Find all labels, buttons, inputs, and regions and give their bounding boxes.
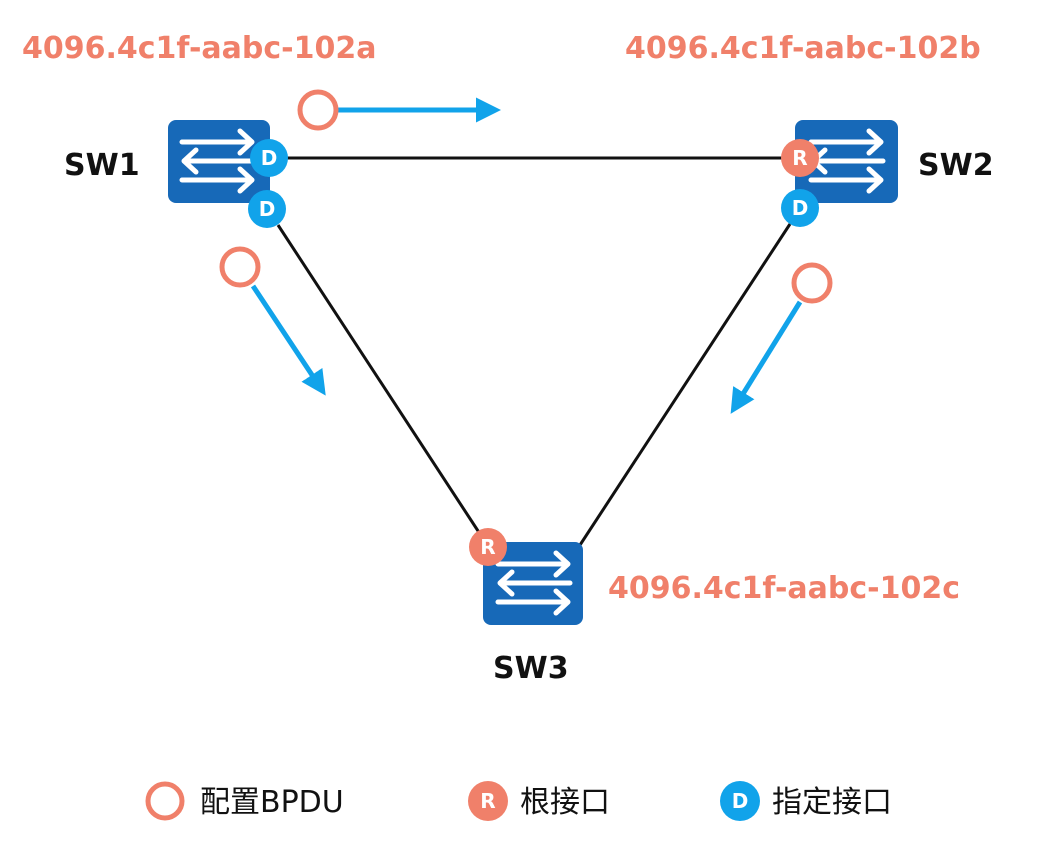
bpdu-arrow (730, 300, 803, 414)
link-sw2-sw3 (578, 223, 792, 546)
legend-label: 指定接口 (772, 785, 892, 820)
designated-port-badge-icon (720, 781, 760, 821)
legend-label: 配置BPDU (200, 785, 344, 820)
legend: 配置BPDU R 根接口 D 指定接口 (145, 781, 892, 821)
legend-label: 根接口 (520, 785, 610, 820)
bridge-id-sw1: 4096.4c1f-aabc-102a (22, 31, 376, 66)
switch-label-sw1: SW1 (64, 148, 140, 183)
root-port-badge-icon (468, 781, 508, 821)
legend-item-root-port: R 根接口 (468, 781, 610, 821)
port-badge-sw2-to-sw3: D (781, 189, 819, 227)
switch-sw2[interactable] (795, 120, 898, 203)
port-role-letter: D (792, 196, 809, 220)
bpdu-flow-sw1-to-sw2 (297, 89, 501, 131)
port-badge-sw3-to-sw1: R (469, 528, 507, 566)
bpdu-circle-icon (145, 781, 185, 821)
bpdu-flow-sw1-to-sw3 (219, 246, 326, 396)
bpdu-flow-sw2-to-sw3 (730, 262, 833, 414)
port-role-letter: D (259, 197, 276, 221)
link-sw1-sw3 (276, 224, 484, 538)
port-role-letter: D (261, 146, 278, 170)
port-role-letter: R (792, 146, 807, 170)
legend-badge-letter: D (732, 789, 749, 813)
bridge-id-sw2: 4096.4c1f-aabc-102b (625, 31, 981, 66)
bpdu-arrow (250, 284, 326, 396)
port-role-letter: R (480, 535, 495, 559)
bridge-id-sw3: 4096.4c1f-aabc-102c (608, 571, 960, 606)
switch-label-sw2: SW2 (918, 148, 994, 183)
port-badge-sw1-to-sw3: D (248, 190, 286, 228)
legend-item-designated-port: D 指定接口 (720, 781, 892, 821)
switch-sw1[interactable] (168, 120, 270, 203)
legend-badge-letter: R (480, 789, 495, 813)
switch-label-sw3: SW3 (493, 651, 569, 686)
switch-sw3[interactable] (483, 542, 583, 625)
legend-item-bpdu: 配置BPDU (145, 781, 344, 821)
bpdu-circle-icon (219, 246, 261, 288)
port-badge-sw1-to-sw2: D (250, 139, 288, 177)
bpdu-circle-icon (791, 262, 833, 304)
port-badge-sw2-to-sw1: R (781, 139, 819, 177)
bpdu-circle-icon (297, 89, 339, 131)
